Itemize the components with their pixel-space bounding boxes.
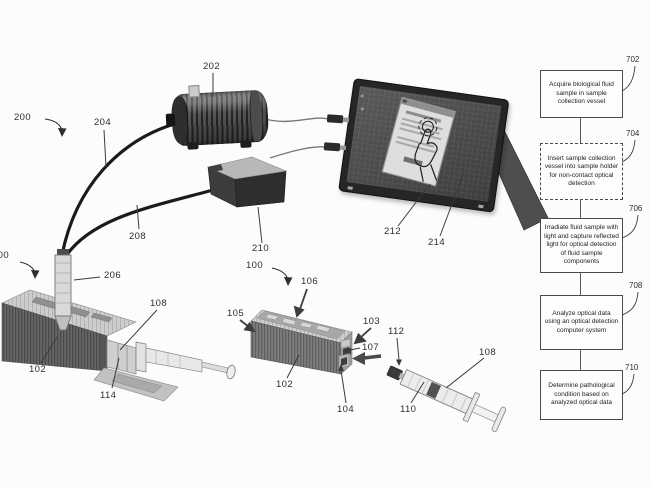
usb-connector-lower [324, 142, 347, 152]
label-102-block: 102 [276, 379, 293, 390]
label-106: 106 [301, 276, 318, 287]
label-200: 200 [14, 112, 31, 123]
label-202: 202 [203, 61, 220, 72]
insertion-arrow [352, 352, 381, 365]
flow-ref-hooks [622, 66, 638, 394]
flow-ref-710: 710 [625, 363, 638, 372]
label-212: 212 [384, 226, 401, 237]
label-206: 206 [104, 270, 121, 281]
flow-ref-706: 706 [629, 204, 642, 213]
label-214: 214 [428, 237, 445, 248]
label-208: 208 [129, 231, 146, 242]
flow-ref-702: 702 [626, 55, 639, 64]
label-100-left: 100 [0, 250, 9, 261]
label-210: 210 [252, 243, 269, 254]
label-105: 105 [227, 308, 244, 319]
flow-ref-708: 708 [629, 281, 642, 290]
label-204: 204 [94, 117, 111, 128]
label-104: 104 [337, 404, 354, 415]
usb-connector-upper [327, 114, 350, 124]
label-110: 110 [400, 404, 416, 415]
label-102-holder: 102 [29, 364, 46, 375]
label-103: 103 [363, 316, 380, 327]
label-107: 107 [362, 342, 379, 353]
label-108-syringe: 108 [479, 347, 496, 358]
flow-ref-704: 704 [626, 129, 639, 138]
label-114: 114 [100, 390, 116, 401]
pointer-arrows [240, 289, 371, 343]
label-100-mid: 100 [246, 260, 263, 271]
label-108-holder: 108 [150, 298, 167, 309]
reference-arrows [20, 119, 288, 280]
label-112: 112 [388, 326, 404, 337]
